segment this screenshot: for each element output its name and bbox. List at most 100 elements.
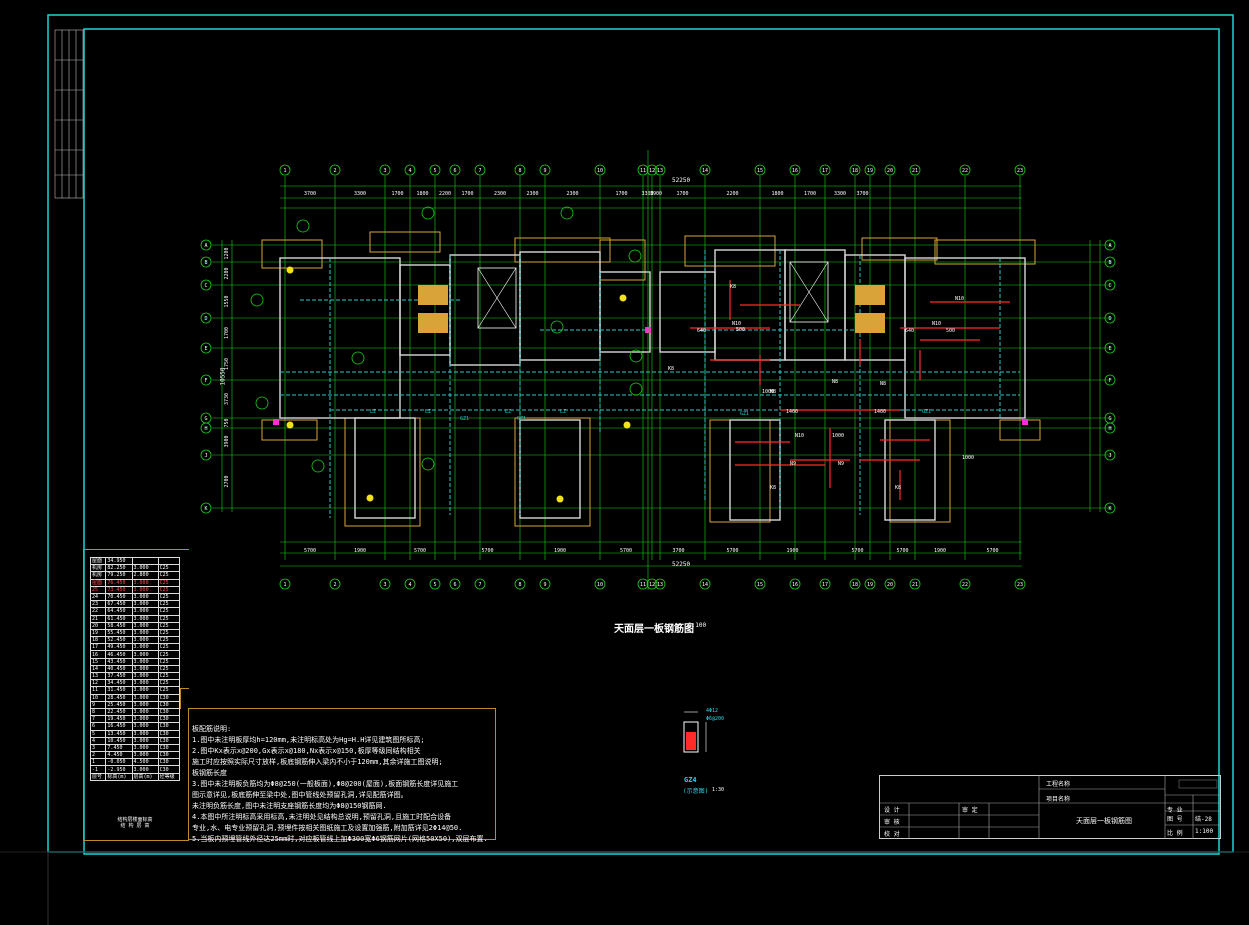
note-line: 专业,水、电专业预留孔洞,预埋件按相关图纸施工及设置加强筋,附加筋详见2Φ14@…: [192, 824, 463, 832]
axis-label-top: 23: [1017, 168, 1023, 174]
elevation-cell: 4.450: [105, 751, 133, 760]
dimension-text-top: 2200: [439, 191, 451, 197]
dimension-text-top: 1700: [804, 191, 816, 197]
balcony-outline: [261, 239, 323, 269]
wall-outline: [279, 257, 401, 419]
dimension-text-top: 1700: [676, 191, 688, 197]
dimension-text-top: 1800: [771, 191, 783, 197]
axis-label-left: C: [204, 283, 207, 289]
gz4-title: GZ4: [684, 776, 697, 784]
left-total-dimension: 10550: [219, 367, 227, 386]
elevation-cell: 3.000: [131, 722, 159, 731]
axis-bubble-bottom: [594, 578, 606, 590]
axis-label-left: D: [204, 316, 207, 322]
axis-label-right: F: [1108, 378, 1111, 384]
axis-label-top: 13: [657, 168, 663, 174]
detail-callout: [629, 349, 643, 363]
elevation-cell: 17: [89, 643, 107, 652]
note-line: 未注明负筋长度,图中未注明支座钢筋长度均为Φ8@150钢筋网.: [192, 802, 387, 810]
detail-callout: [560, 206, 574, 220]
column-detail-gz4: [683, 711, 707, 753]
axis-bubble-top: [754, 164, 766, 176]
dimension-text-top: 3700: [304, 191, 316, 197]
elevation-cell: 3.000: [131, 614, 159, 623]
title-block: [879, 775, 1221, 839]
axis-label-right: J: [1108, 453, 1111, 459]
balcony-outline: [934, 239, 1036, 265]
note-line: 施工时应按照实际尺寸放样,板底钢筋伸入梁内不小于120mm,其余详施工图说明;: [192, 758, 443, 766]
elevation-cell: C30: [157, 693, 181, 702]
elevation-cell: -2.950: [105, 765, 133, 774]
rebar-label: K8: [895, 485, 901, 491]
axis-bubble-top: [884, 164, 896, 176]
detail-callout: [250, 293, 264, 307]
axis-label-bottom: 22: [962, 582, 968, 588]
axis-bubble-top: [514, 164, 526, 176]
axis-label-top: 20: [887, 168, 893, 174]
gz4-rebar: 4Φ12: [706, 708, 719, 714]
axis-bubble-bottom: [864, 578, 876, 590]
elevation-cell: 3.000: [131, 628, 159, 638]
axis-bubble-bottom: [449, 578, 461, 590]
rebar-label: N9: [838, 461, 844, 467]
axis-bubble-top: [849, 164, 861, 176]
rebar-label: 1000: [962, 455, 974, 461]
axis-bubble-top: [909, 164, 921, 176]
elevation-cell: 11: [89, 686, 107, 695]
section-bubble: [286, 421, 294, 429]
axis-bubble-top: [539, 164, 551, 176]
stair-shaft: [418, 285, 448, 305]
axis-bubble-bottom: [849, 578, 861, 590]
axis-bubble-top: [864, 164, 876, 176]
note-line: 3.图中未注明板负筋均为Φ8@250(一般板面),Φ8@200(屋面),板面钢筋…: [192, 780, 459, 788]
elevation-cell: 3.000: [131, 650, 159, 659]
axis-bubble-top: [474, 164, 486, 176]
dimension-text-left: 1700: [224, 327, 230, 339]
elevation-cell: 7: [89, 715, 107, 724]
rebar-label: 1000: [762, 389, 774, 395]
axis-bubble-top: [646, 164, 658, 176]
axis-bubble-left: [200, 312, 212, 324]
axis-bubble-bottom: [329, 578, 341, 590]
axis-label-top: 22: [962, 168, 968, 174]
elevation-cell: 3.000: [131, 636, 159, 645]
elevation-cell: 3.000: [131, 707, 159, 717]
dimension-text-left: 2200: [224, 267, 230, 279]
elevation-cell: 标高(m): [105, 772, 133, 781]
dimension-text-bottom: 5700: [304, 548, 316, 554]
elevation-cell: 3.000: [131, 643, 159, 652]
elevation-table-caption: 结构层楼面标高 结 构 层 高: [100, 817, 170, 829]
wall-outline: [884, 419, 936, 521]
elevation-cell: 22: [89, 607, 107, 616]
elevation-cell: C25: [157, 636, 181, 645]
balcony-outline: [709, 419, 771, 523]
detail-callout: [421, 206, 435, 220]
elevation-cell: 34.950: [105, 556, 133, 566]
dimension-text-top: 1700: [391, 191, 403, 197]
dimension-text-bottom: 1900: [354, 548, 366, 554]
wall-outline: [729, 419, 781, 521]
rebar-label: N8: [880, 381, 886, 387]
axis-bubble-bottom: [514, 578, 526, 590]
note-line: 图示意详见,板底筋伸至梁中处,图中管线处预留孔洞,详见配筋详图。: [192, 791, 408, 799]
wall-outline: [519, 251, 601, 361]
elevation-caption-1: 结构层楼面标高: [117, 817, 153, 823]
rebar-label: 640: [905, 328, 914, 334]
axis-bubble-bottom: [1014, 578, 1026, 590]
elevation-row: 层号标高(m)层高(m)砼等级: [89, 772, 181, 781]
dimension-text-top: 1700: [461, 191, 473, 197]
axis-bubble-top: [654, 164, 666, 176]
detail-callout: [351, 351, 365, 365]
axis-label-left: A: [204, 243, 207, 249]
dimension-text-top: 2300: [566, 191, 578, 197]
axis-label-top: 3: [383, 168, 386, 174]
axis-label-bottom: 15: [757, 582, 763, 588]
dimension-text-top: 3900: [650, 191, 662, 197]
elevation-cell: C30: [157, 729, 181, 738]
dimension-text-left: 3730: [224, 393, 230, 405]
